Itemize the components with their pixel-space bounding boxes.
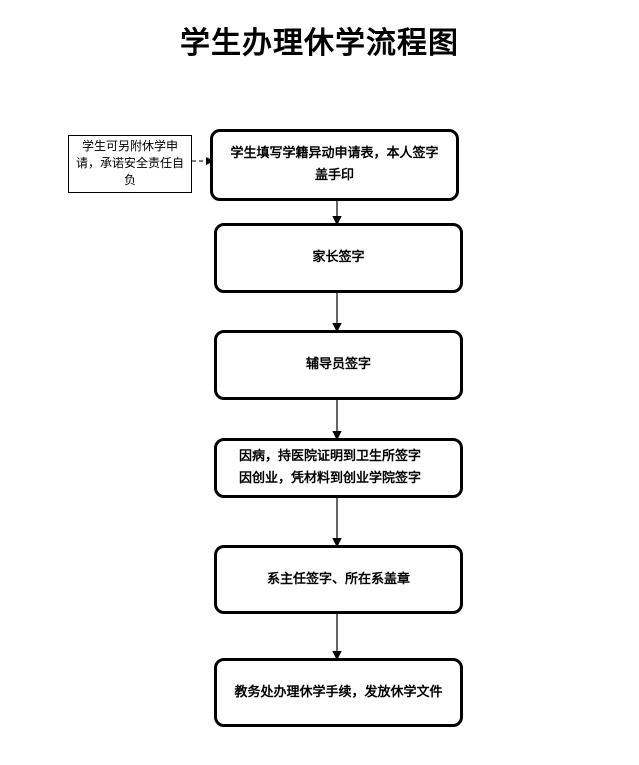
step-dept-head-label: 系主任签字、所在系盖章: [266, 571, 410, 587]
step-dept-head-sign: 系主任签字、所在系盖章: [214, 545, 463, 614]
page-title: 学生办理休学流程图: [180, 26, 459, 61]
step-fill-form-label: 学生填写学籍异动申请表，本人签字盖手印: [230, 146, 439, 183]
step-academic-affairs-label: 教务处办理休学手续，发放休学文件: [234, 684, 443, 700]
step-parent-sign-label: 家长签字: [312, 250, 365, 265]
step-fill-form: 学生填写学籍异动申请表，本人签字盖手印: [210, 129, 459, 201]
step-clinic-or-college-sign: 因病，持医院证明到卫生所签字 因创业，凭材料到创业学院签字: [214, 438, 463, 498]
step-illness-label: 因病，持医院证明到卫生所签字: [239, 449, 422, 464]
side-note-box: 学生可另附休学申请，承诺安全责任自负: [68, 135, 192, 193]
step-counselor-sign-label: 辅导员签字: [305, 357, 371, 372]
step-parent-sign: 家长签字: [214, 223, 463, 293]
step-counselor-sign: 辅导员签字: [214, 330, 463, 400]
side-note-text: 学生可另附休学申请，承诺安全责任自负: [75, 139, 184, 187]
step-academic-affairs: 教务处办理休学手续，发放休学文件: [214, 658, 463, 727]
step-startup-label: 因创业，凭材料到创业学院签字: [239, 471, 422, 486]
